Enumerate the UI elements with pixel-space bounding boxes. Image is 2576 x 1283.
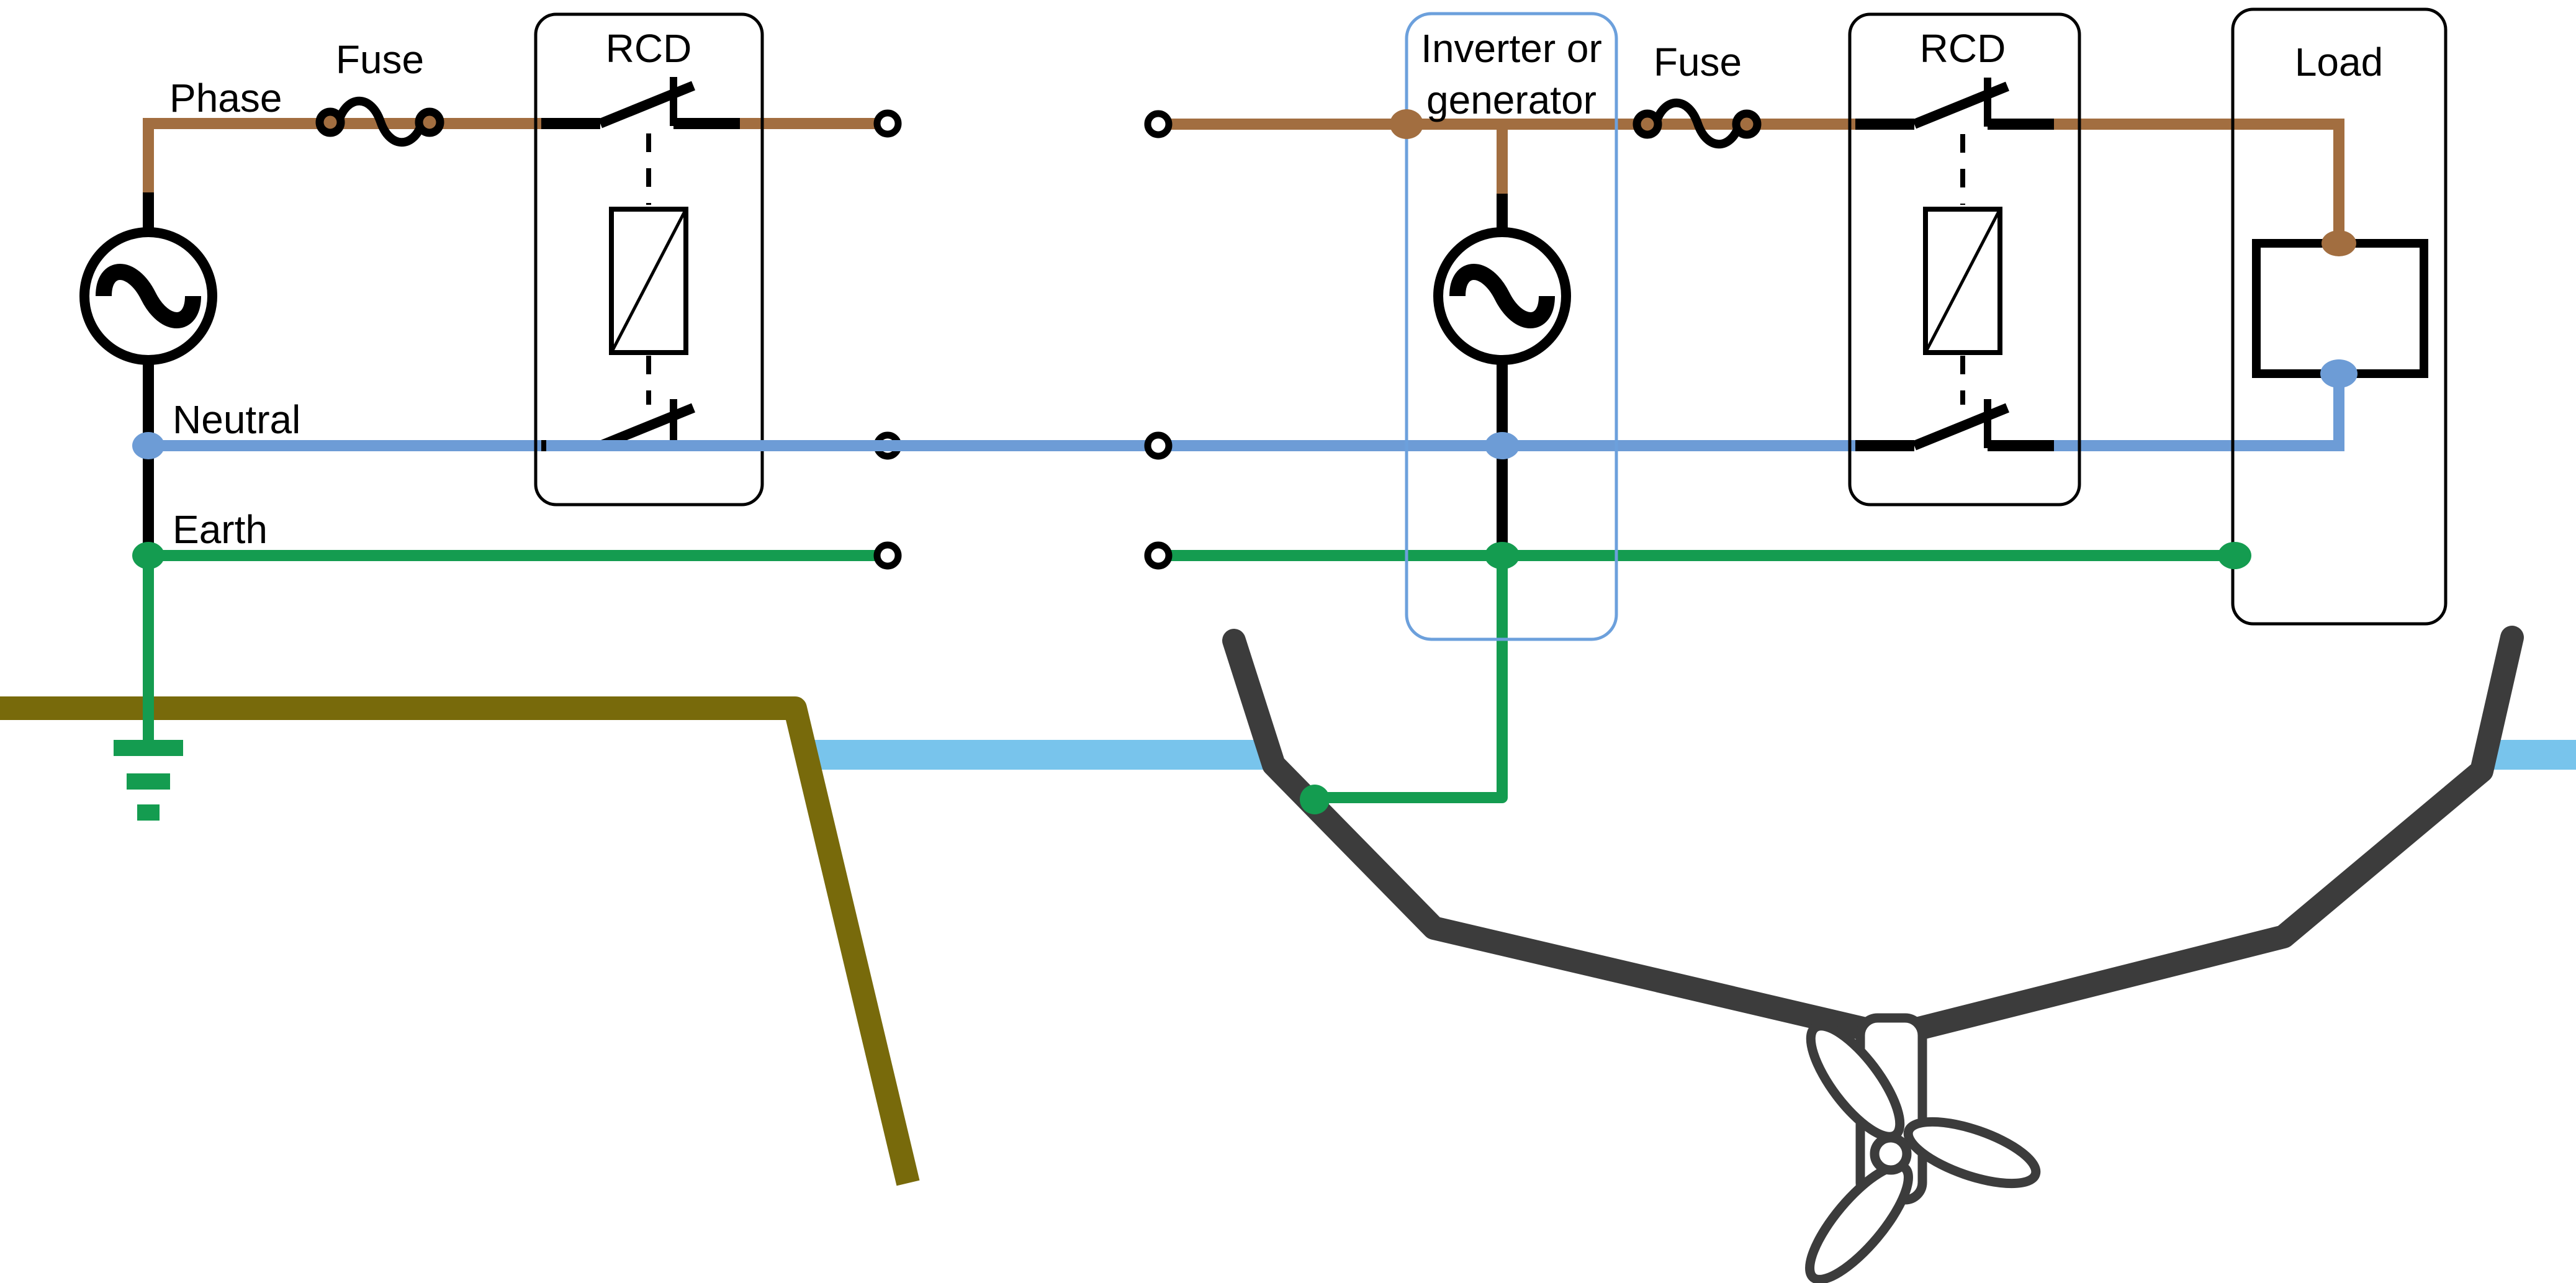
propeller-icon <box>1805 1013 2041 1283</box>
relay-coil-icon <box>609 207 688 355</box>
neutral-junction-dot <box>132 432 164 459</box>
earth-terminal-icon <box>873 541 902 570</box>
earth-label: Earth <box>173 507 268 552</box>
inverter-box <box>1405 12 1618 641</box>
rcd-box <box>534 12 764 506</box>
phase-breaker-switch-icon <box>541 77 740 129</box>
propeller-blade-right <box>1903 1117 2041 1189</box>
ac-source-icon <box>79 227 217 365</box>
earth-terminal-icon <box>1144 541 1173 570</box>
neutral-breaker-switch-icon <box>1855 399 2054 451</box>
fuse-label: Fuse <box>1654 40 1742 84</box>
load-element <box>2252 239 2428 378</box>
rcd-box <box>1848 12 2081 506</box>
inverter-label-line1: Inverter or <box>1421 26 1602 71</box>
rcd-label: RCD <box>1920 26 2006 71</box>
load-neutral-dot <box>2320 359 2358 388</box>
neutral-terminal-icon <box>1144 431 1173 460</box>
inverter-label-line2: generator <box>1426 78 1596 122</box>
phase-junction-dot <box>1390 109 1423 139</box>
earth-junction-dot <box>1485 542 1520 569</box>
phase-breaker-switch-icon <box>1855 78 2054 130</box>
ac-source-icon <box>1433 227 1571 365</box>
phase-terminal-icon <box>873 109 902 138</box>
neutral-label: Neutral <box>173 397 300 442</box>
phase-terminal-icon <box>1144 110 1173 138</box>
relay-coil-icon <box>1923 207 2002 355</box>
earth-junction-dot <box>132 542 164 569</box>
rcd-label: RCD <box>606 26 692 71</box>
water-surface <box>808 740 2576 770</box>
earth-bond-to-hull <box>1315 556 1508 803</box>
water-left-segment <box>808 740 1268 770</box>
phase-label: Phase <box>169 76 282 120</box>
neutral-junction-dot <box>1485 432 1520 459</box>
shoreline <box>0 696 920 1186</box>
fuse-icon <box>315 96 444 147</box>
phase-wire-to-load <box>2051 119 2344 243</box>
load-phase-dot <box>2322 230 2356 256</box>
propeller-hub <box>1870 1133 1912 1175</box>
load-box <box>2231 7 2448 626</box>
earth-ground-icon <box>114 740 183 821</box>
fuse-icon <box>1633 98 1762 149</box>
boat-supply-circuit: Inverter or generator Fuse RCD Load <box>546 7 2448 814</box>
load-label: Load <box>2295 40 2383 84</box>
phase-wire <box>143 118 546 197</box>
neutral-wire-to-load <box>2051 374 2344 451</box>
boat-hull <box>1222 626 2524 1047</box>
fuse-label: Fuse <box>336 37 424 82</box>
hull-bond-dot <box>1300 785 1330 814</box>
load-earth-dot <box>2218 542 2251 569</box>
